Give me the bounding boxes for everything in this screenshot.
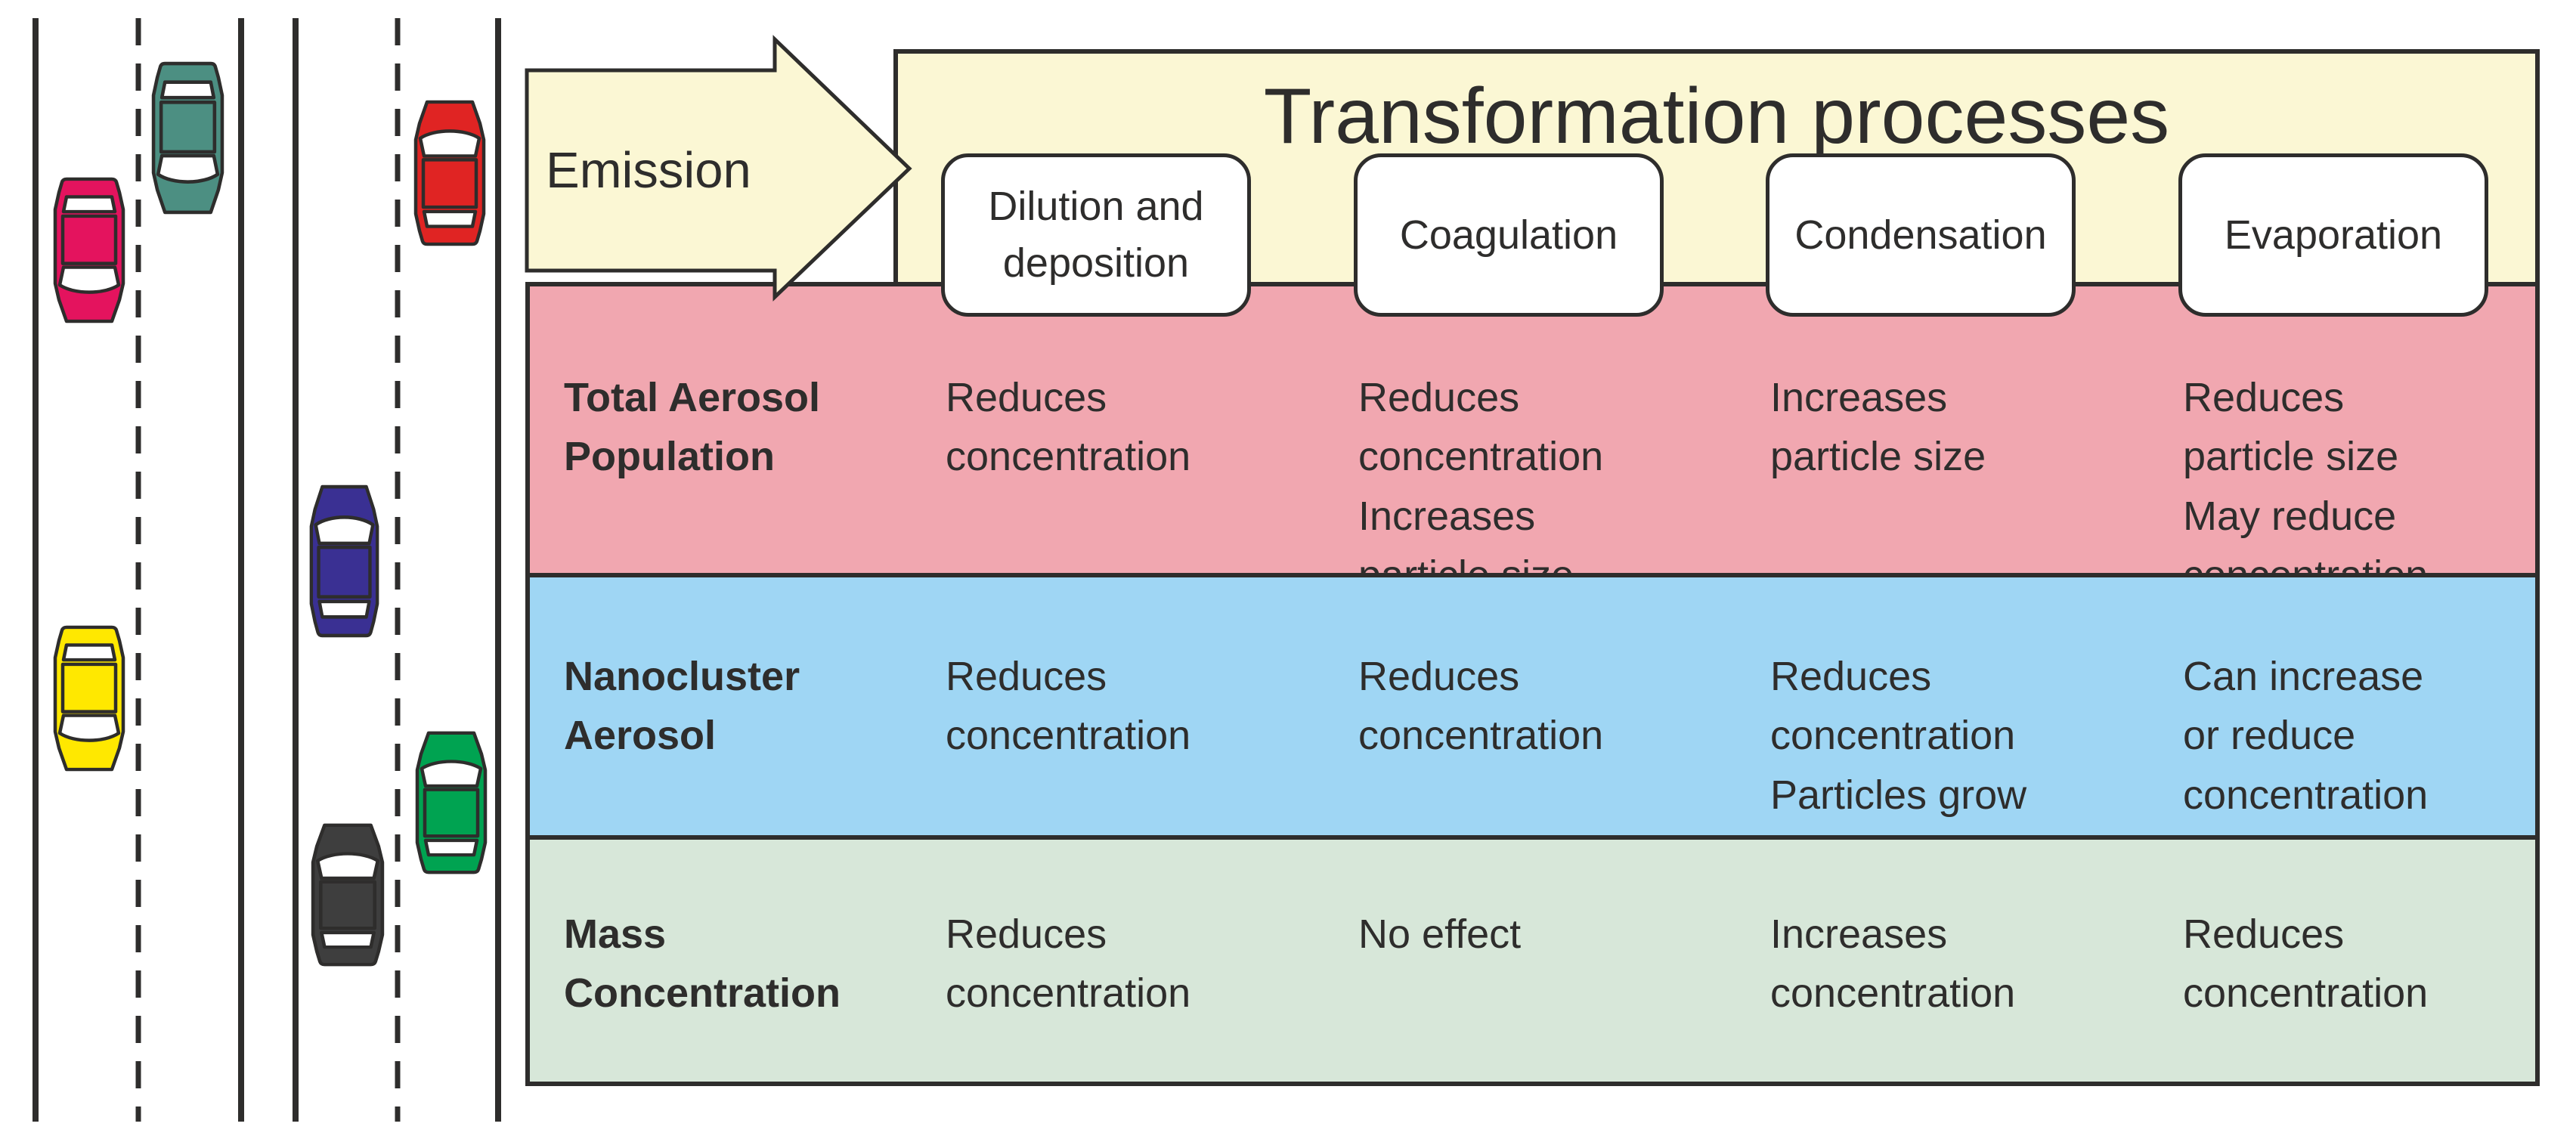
car-windshield: [57, 265, 121, 294]
red-car: [413, 100, 486, 246]
car-windshield: [420, 760, 483, 788]
car-rear-window: [61, 195, 117, 214]
row-total-aerosol-population: Total Aerosol Population Reduces concent…: [530, 282, 2535, 598]
cell-mass-condensation: Increases concentration: [1770, 912, 2016, 1017]
car-roof: [319, 880, 376, 930]
cell-total-evaporation: Reduces particle size May reduce concent…: [2183, 375, 2428, 598]
effects-table: Total Aerosol Population Reduces concent…: [525, 282, 2540, 1086]
car-rear-window: [423, 838, 479, 857]
cell-total-condensation: Increases particle size: [1770, 375, 1986, 480]
cell-mass-evaporation: Reduces concentration: [2183, 912, 2429, 1017]
blue-car: [309, 484, 379, 638]
process-box-dilution-deposition: Dilution and deposition: [941, 153, 1251, 317]
crimson-car: [53, 177, 125, 323]
row-mass-concentration: Mass Concentration Reduces concentration…: [530, 835, 2535, 1082]
car-windshield: [418, 129, 481, 158]
car-rear-window: [320, 930, 376, 949]
cell-nano-evaporation: Can increase or reduce concentration: [2183, 654, 2429, 818]
process-label-coagulation: Coagulation: [1399, 212, 1618, 258]
car-windshield: [57, 713, 121, 742]
process-box-coagulation: Coagulation: [1354, 153, 1664, 317]
teal-car: [151, 61, 224, 215]
cell-total-coagulation: Reduces concentration Increases particle…: [1358, 375, 1604, 598]
cell-mass-dilution: Reduces concentration: [946, 912, 1191, 1017]
process-box-condensation: Condensation: [1766, 153, 2076, 317]
cell-nano-dilution: Reduces concentration: [946, 654, 1191, 759]
car-roof: [317, 545, 372, 599]
row-label-nanocluster-aerosol: Nanocluster Aerosol: [564, 654, 800, 759]
yellow-car: [53, 625, 125, 772]
car-roof: [423, 788, 480, 838]
cell-nano-coagulation: Reduces concentration: [1358, 654, 1604, 759]
green-car: [415, 731, 488, 874]
car-rear-window: [422, 209, 478, 228]
road-illustration: [33, 18, 501, 1122]
gray-car: [311, 823, 385, 967]
process-box-evaporation: Evaporation: [2178, 153, 2488, 317]
car-roof: [60, 214, 118, 265]
car-rear-window: [61, 643, 117, 662]
row-nanocluster-aerosol: Nanocluster Aerosol Reduces concentratio…: [530, 573, 2535, 877]
car-windshield: [314, 515, 375, 546]
car-roof: [421, 158, 478, 209]
car-rear-window: [317, 599, 371, 619]
row-label-total-aerosol-population: Total Aerosol Population: [564, 375, 821, 480]
car-windshield: [156, 153, 220, 184]
emission-label: Emission: [546, 141, 751, 199]
car-rear-window: [159, 80, 216, 100]
process-label-dilution-deposition: Dilution and deposition: [988, 184, 1204, 286]
row-label-mass-concentration: Mass Concentration: [564, 912, 841, 1017]
cell-total-dilution: Reduces concentration: [946, 375, 1191, 480]
process-label-evaporation: Evaporation: [2224, 212, 2443, 258]
car-windshield: [315, 852, 380, 881]
process-label-condensation: Condensation: [1794, 212, 2047, 258]
diagram-title: Transformation processes: [1263, 72, 2170, 160]
car-roof: [159, 101, 217, 154]
cell-mass-coagulation: No effect: [1358, 912, 1522, 957]
car-roof: [60, 662, 118, 713]
